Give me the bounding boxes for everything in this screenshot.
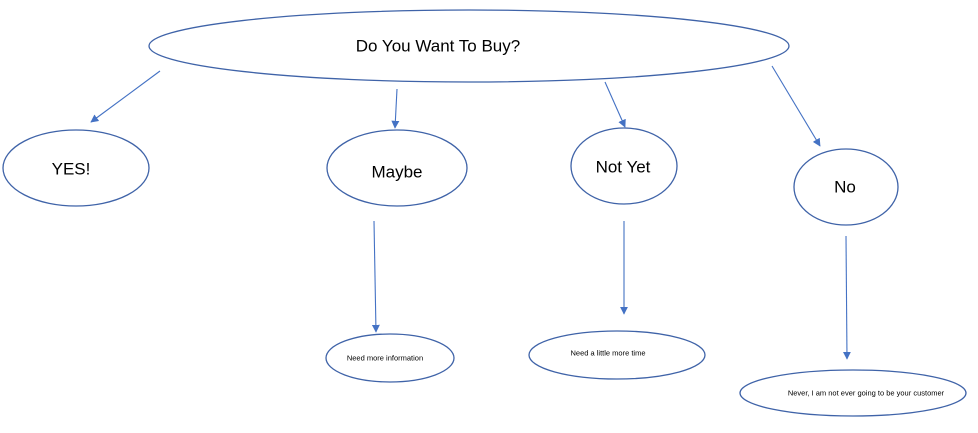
- outcome-label-never: Never, I am not ever going to be your cu…: [788, 389, 945, 398]
- option-node-no: No: [793, 148, 899, 226]
- outcome-ellipse-more-info: [325, 333, 455, 383]
- outcome-node-more-info: Need more information: [325, 333, 455, 383]
- arrow-root-to-yes: [90, 70, 161, 123]
- option-ellipse-maybe: [326, 129, 468, 207]
- outcome-label-more-time: Need a little more time: [570, 349, 645, 358]
- arrow-maybe-to-more-info: [371, 220, 380, 333]
- option-label-maybe: Maybe: [371, 163, 422, 182]
- option-ellipse-no: [793, 148, 899, 226]
- option-ellipse-not-yet: [570, 127, 678, 205]
- outcome-label-more-info: Need more information: [347, 354, 423, 363]
- outcome-ellipse-more-time: [528, 330, 706, 380]
- root-label: Do You Want To Buy?: [356, 37, 520, 56]
- option-label-yes: YES!: [52, 160, 91, 179]
- option-label-not-yet: Not Yet: [596, 158, 651, 177]
- option-node-not-yet: Not Yet: [570, 127, 678, 205]
- option-node-maybe: Maybe: [326, 129, 468, 207]
- option-label-no: No: [834, 178, 856, 197]
- arrow-no-to-never: [842, 235, 851, 360]
- outcome-node-more-time: Need a little more time: [528, 330, 706, 380]
- outcome-node-never: Never, I am not ever going to be your cu…: [739, 369, 967, 417]
- arrow-root-to-maybe: [391, 88, 400, 129]
- arrow-root-to-no: [771, 65, 821, 147]
- root-node: Do You Want To Buy?: [148, 9, 790, 83]
- option-ellipse-yes: [2, 129, 150, 207]
- root-ellipse: [148, 9, 790, 83]
- outcome-ellipse-never: [739, 369, 967, 417]
- option-node-yes: YES!: [2, 129, 150, 207]
- arrow-root-to-not-yet: [604, 81, 626, 128]
- connectors: [90, 65, 851, 360]
